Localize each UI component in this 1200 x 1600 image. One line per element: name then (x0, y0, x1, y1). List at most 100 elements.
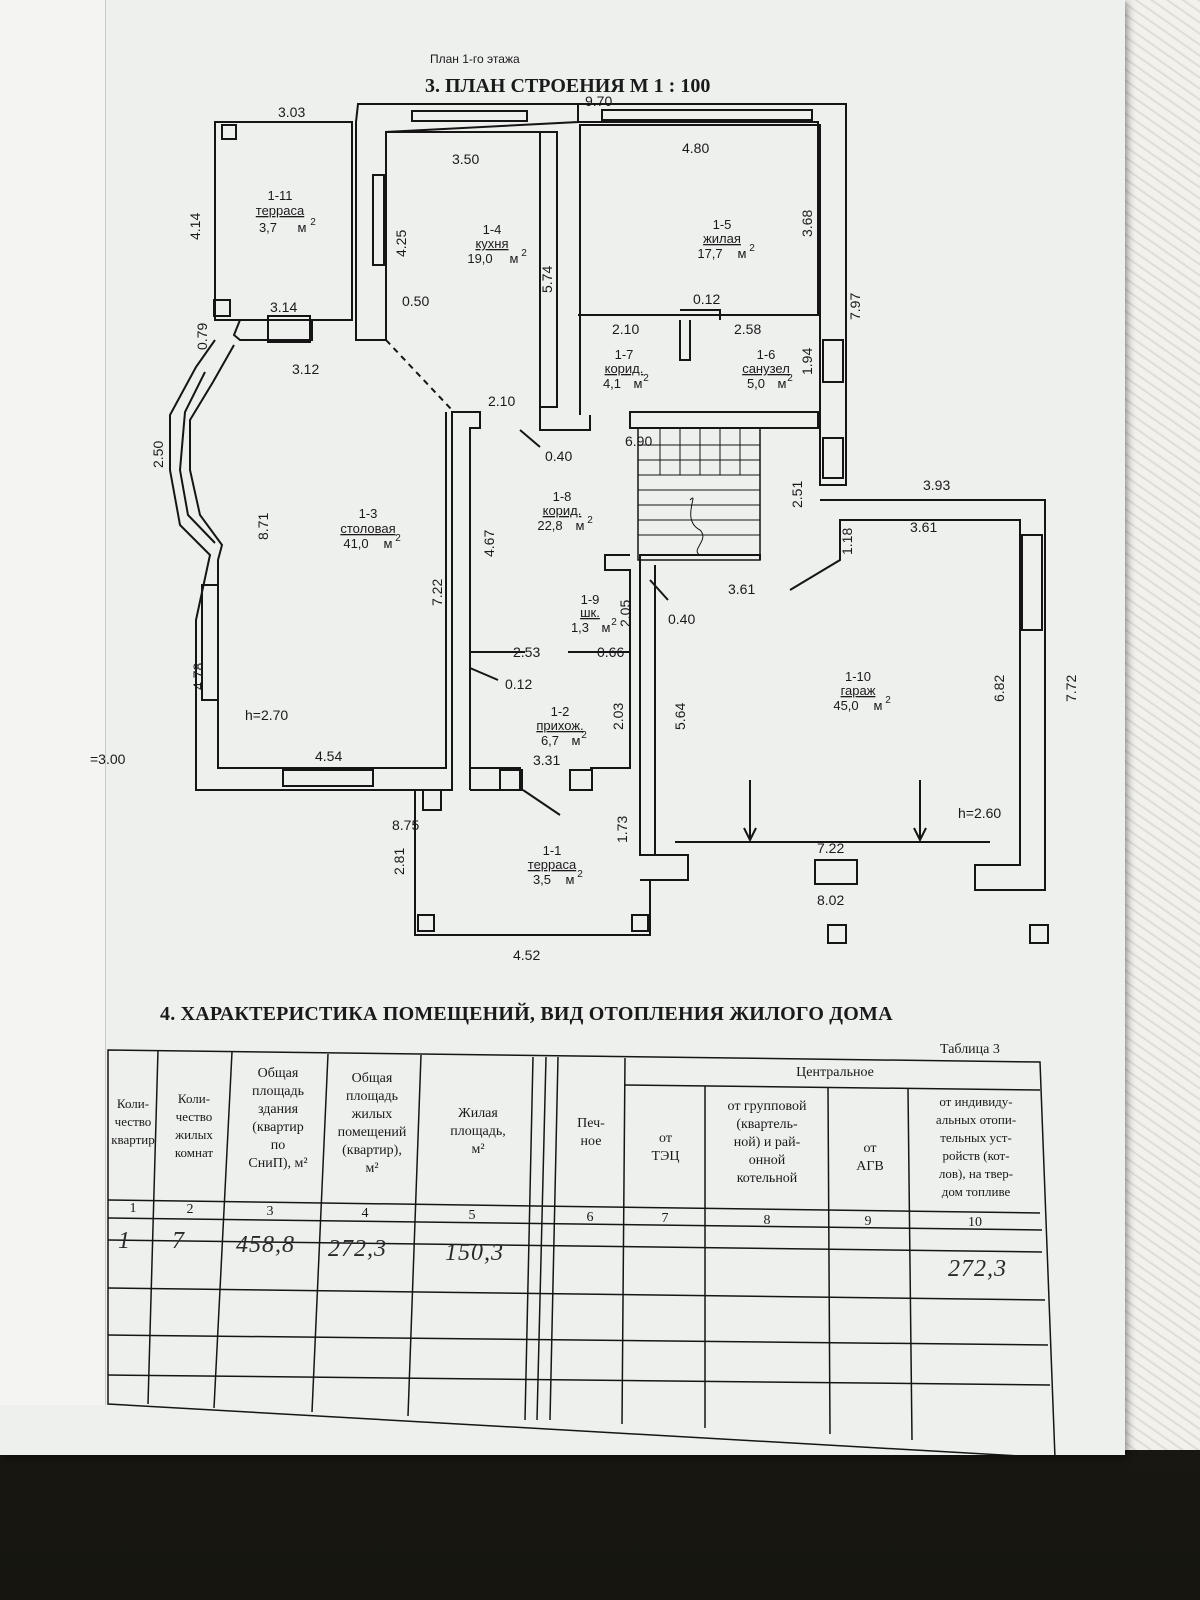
svg-text:1-8: 1-8 (553, 489, 572, 504)
svg-text:прихож.: прихож. (536, 718, 583, 733)
svg-text:м: м (566, 872, 575, 887)
value-living-rooms-area: 272,3 (328, 1236, 387, 1262)
value-rooms: 7 (172, 1228, 185, 1254)
header-living-rooms-area: Общая площадь жилых помещений (квартир),… (337, 1071, 407, 1176)
svg-text:2: 2 (310, 217, 316, 228)
svg-text:0.40: 0.40 (668, 611, 695, 627)
svg-text:3,7: 3,7 (259, 220, 277, 235)
col-num-1: 1 (129, 1201, 137, 1216)
header-agv: от АГВ (856, 1141, 884, 1174)
header-stove: Печ- ное (577, 1116, 605, 1149)
svg-text:2.10: 2.10 (612, 321, 639, 337)
col-num-9: 9 (864, 1214, 872, 1229)
svg-text:1,3: 1,3 (571, 620, 589, 635)
svg-text:2.51: 2.51 (789, 481, 805, 508)
svg-text:4.78: 4.78 (190, 663, 206, 690)
svg-text:6.90: 6.90 (625, 433, 652, 449)
svg-text:2: 2 (885, 695, 891, 706)
svg-text:0.12: 0.12 (505, 676, 532, 692)
svg-text:3,5: 3,5 (533, 872, 551, 887)
value-solid-fuel: 272,3 (948, 1256, 1007, 1282)
svg-text:1.18: 1.18 (839, 528, 855, 555)
svg-text:м: м (572, 733, 581, 748)
svg-text:2.03: 2.03 (610, 703, 626, 730)
svg-text:4.25: 4.25 (393, 230, 409, 257)
height-dining: h=2.70 (245, 707, 288, 723)
svg-text:1.94: 1.94 (799, 348, 815, 375)
svg-text:м: м (298, 220, 307, 235)
svg-text:0.40: 0.40 (545, 448, 572, 464)
svg-text:7.22: 7.22 (429, 579, 445, 606)
svg-text:3.12: 3.12 (292, 361, 319, 377)
svg-text:41,0: 41,0 (343, 536, 368, 551)
svg-text:1-11: 1-11 (267, 188, 292, 203)
header-central: Центральное (796, 1065, 874, 1080)
svg-text:22,8: 22,8 (537, 518, 562, 533)
value-total-area: 458,8 (236, 1232, 295, 1258)
svg-text:м: м (634, 376, 643, 391)
svg-text:2.50: 2.50 (150, 441, 166, 468)
svg-text:1-10: 1-10 (845, 669, 871, 684)
svg-text:6,7: 6,7 (541, 733, 559, 748)
svg-text:3.93: 3.93 (923, 477, 950, 493)
svg-text:7.22: 7.22 (817, 840, 844, 856)
svg-text:5,0: 5,0 (747, 376, 765, 391)
svg-text:2: 2 (581, 730, 587, 741)
header-living-area: Жилая площадь, м² (450, 1106, 506, 1157)
svg-text:4.14: 4.14 (187, 213, 203, 240)
floor-plan-drawing: План 1-го этажа 3. ПЛАН СТРОЕНИЯ М 1 : 1… (90, 52, 1079, 963)
svg-text:17,7: 17,7 (697, 246, 722, 261)
svg-text:2: 2 (521, 248, 527, 259)
svg-text:жилая: жилая (703, 231, 741, 246)
svg-text:м: м (602, 620, 611, 635)
heating-table-grid (107, 1049, 1056, 1455)
svg-text:3.50: 3.50 (452, 151, 479, 167)
svg-text:1-2: 1-2 (551, 704, 570, 719)
svg-text:2.05: 2.05 (617, 600, 633, 627)
svg-text:санузел: санузел (742, 361, 790, 376)
col-num-10: 10 (968, 1215, 982, 1230)
svg-text:4.52: 4.52 (513, 947, 540, 963)
col-num-2: 2 (186, 1202, 194, 1217)
svg-text:1-3: 1-3 (359, 506, 378, 521)
svg-text:1-1: 1-1 (543, 843, 562, 858)
col-num-4: 4 (361, 1206, 369, 1221)
svg-text:19,0: 19,0 (467, 251, 492, 266)
svg-text:3.14: 3.14 (270, 299, 297, 315)
svg-text:7.97: 7.97 (847, 293, 863, 320)
header-total-area: Общая площадь здания (квартир по СниП), … (248, 1066, 308, 1171)
svg-text:2: 2 (577, 869, 583, 880)
value-living-area: 150,3 (445, 1240, 504, 1266)
svg-text:9.70: 9.70 (585, 93, 612, 109)
svg-text:1-4: 1-4 (483, 222, 502, 237)
svg-text:2: 2 (395, 533, 401, 544)
svg-text:4.54: 4.54 (315, 748, 342, 764)
svg-text:2: 2 (587, 515, 593, 526)
svg-text:5.74: 5.74 (539, 266, 555, 293)
svg-text:1-7: 1-7 (615, 347, 634, 362)
svg-text:0.66: 0.66 (597, 644, 624, 660)
svg-text:3.31: 3.31 (533, 752, 560, 768)
svg-text:3.68: 3.68 (799, 210, 815, 237)
svg-text:м: м (384, 536, 393, 551)
svg-text:шк.: шк. (580, 605, 600, 620)
left-facing-page (0, 0, 106, 1405)
svg-text:5.64: 5.64 (672, 703, 688, 730)
header-flats: Коли- чество квартир (111, 1096, 155, 1147)
svg-text:м: м (510, 251, 519, 266)
dimension-labels: 3.03 9.70 3.50 4.80 4.14 4.25 5.74 3.68 … (90, 93, 1079, 963)
svg-text:8.02: 8.02 (817, 892, 844, 908)
floor-label: План 1-го этажа (430, 52, 520, 66)
svg-text:м: м (576, 518, 585, 533)
height-garage: h=2.60 (958, 805, 1001, 821)
svg-text:кухня: кухня (475, 236, 508, 251)
svg-text:2.10: 2.10 (488, 393, 515, 409)
